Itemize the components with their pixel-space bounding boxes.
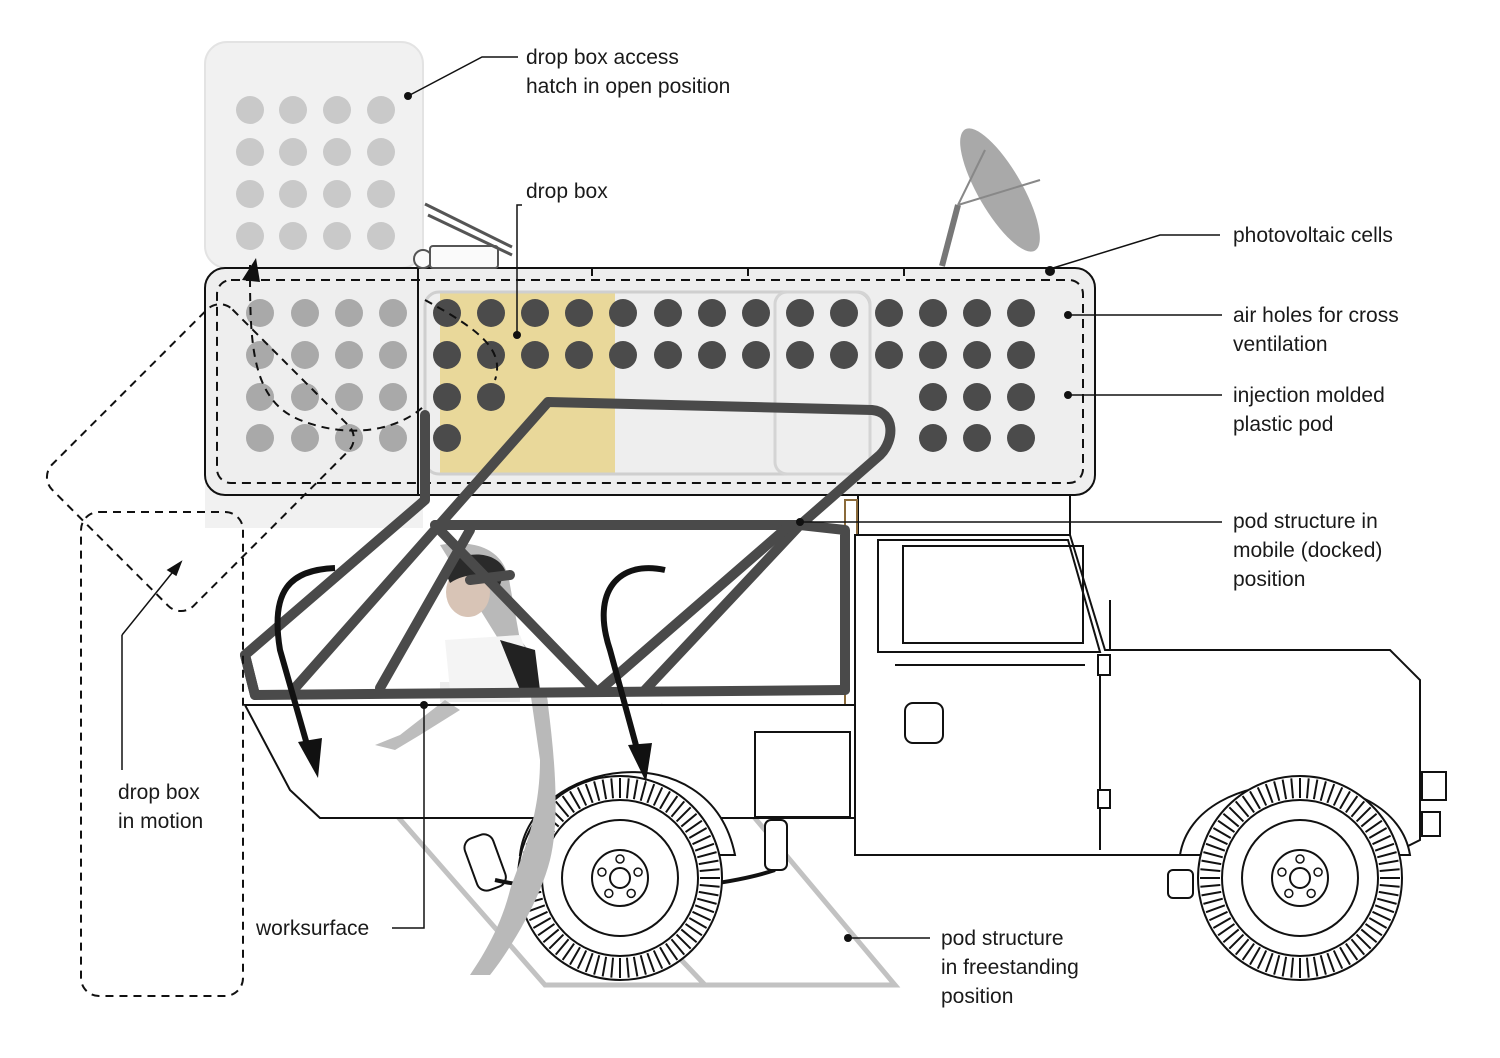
label-drop-box-motion: drop box in motion	[118, 781, 204, 833]
air-hole	[335, 341, 363, 369]
air-hole	[919, 299, 947, 327]
air-hole	[433, 341, 461, 369]
air-hole	[875, 341, 903, 369]
air-hole	[698, 299, 726, 327]
air-hole	[246, 299, 274, 327]
hatch-air-hole	[236, 96, 264, 124]
hatch-air-hole	[323, 138, 351, 166]
air-hole	[1007, 383, 1035, 411]
air-hole	[875, 299, 903, 327]
air-hole	[521, 299, 549, 327]
air-hole	[477, 341, 505, 369]
hatch-hinge	[413, 202, 513, 269]
pod-support	[857, 494, 1071, 536]
air-hole	[786, 299, 814, 327]
hatch-air-hole	[279, 222, 307, 250]
pod-frame	[240, 397, 896, 700]
suspension	[463, 819, 1194, 899]
plastic-pod	[204, 267, 1096, 496]
air-hole	[433, 383, 461, 411]
label-worksurface: worksurface	[256, 917, 370, 940]
air-hole	[919, 424, 947, 452]
label-air-holes: air holes for cross ventilation	[1233, 304, 1399, 356]
photovoltaic-panels	[510, 266, 1060, 276]
air-hole	[335, 299, 363, 327]
hatch-air-hole	[279, 180, 307, 208]
label-plastic-pod: injection molded plastic pod	[1233, 384, 1385, 436]
air-hole	[335, 383, 363, 411]
hatch-air-hole	[279, 96, 307, 124]
air-hole	[609, 299, 637, 327]
air-hole	[379, 299, 407, 327]
arrowheads	[298, 738, 652, 782]
hatch-air-hole	[367, 96, 395, 124]
air-hole	[1007, 299, 1035, 327]
air-hole	[291, 383, 319, 411]
air-hole	[786, 341, 814, 369]
air-hole	[919, 341, 947, 369]
air-hole	[609, 341, 637, 369]
hatch-air-hole	[323, 222, 351, 250]
air-hole	[379, 341, 407, 369]
air-hole	[698, 341, 726, 369]
air-hole	[963, 341, 991, 369]
label-hatch: drop box access hatch in open position	[526, 46, 731, 98]
air-hole	[654, 299, 682, 327]
air-hole	[830, 299, 858, 327]
callout-leaders	[392, 56, 1222, 939]
drop-box-motion	[45, 264, 499, 997]
air-hole	[830, 341, 858, 369]
label-mobile-position: pod structure in mobile (docked) positio…	[1233, 510, 1383, 591]
wheel	[1197, 775, 1403, 981]
air-hole	[477, 383, 505, 411]
air-hole	[477, 299, 505, 327]
air-hole	[963, 299, 991, 327]
air-hole	[433, 299, 461, 327]
air-hole	[335, 424, 363, 452]
air-hole	[963, 383, 991, 411]
air-hole	[379, 383, 407, 411]
satellite-dish-icon	[939, 128, 1041, 267]
air-hole	[963, 424, 991, 452]
hatch-air-hole	[236, 222, 264, 250]
hatch-air-hole	[236, 138, 264, 166]
callout-dots	[404, 92, 1072, 942]
hatch-air-hole	[279, 138, 307, 166]
air-hole	[246, 424, 274, 452]
air-hole	[291, 424, 319, 452]
air-hole	[379, 424, 407, 452]
air-hole	[291, 341, 319, 369]
air-hole	[742, 341, 770, 369]
label-photovoltaic: photovoltaic cells	[1233, 224, 1393, 247]
hatch-air-hole	[323, 96, 351, 124]
air-hole	[742, 299, 770, 327]
motion-arrowhead	[242, 258, 260, 282]
label-freestanding: pod structure in freestanding position	[941, 927, 1079, 1008]
air-hole	[246, 341, 274, 369]
air-hole	[246, 383, 274, 411]
vehicle-outline	[854, 534, 1447, 856]
person-figure	[375, 543, 556, 975]
hatch-air-hole	[367, 138, 395, 166]
air-hole	[565, 299, 593, 327]
air-hole	[291, 299, 319, 327]
motion-pointer	[121, 560, 183, 770]
hatch-air-hole	[367, 180, 395, 208]
air-hole	[919, 383, 947, 411]
hatch-air-hole	[236, 180, 264, 208]
air-hole	[654, 341, 682, 369]
label-drop-box: drop box	[526, 180, 608, 203]
motion-arrows	[274, 565, 666, 761]
hatch-air-hole	[323, 180, 351, 208]
air-hole	[1007, 424, 1035, 452]
air-hole	[1007, 341, 1035, 369]
air-hole	[521, 341, 549, 369]
hatch-air-hole	[367, 222, 395, 250]
air-hole	[433, 424, 461, 452]
open-hatch	[204, 41, 424, 269]
air-hole	[565, 341, 593, 369]
